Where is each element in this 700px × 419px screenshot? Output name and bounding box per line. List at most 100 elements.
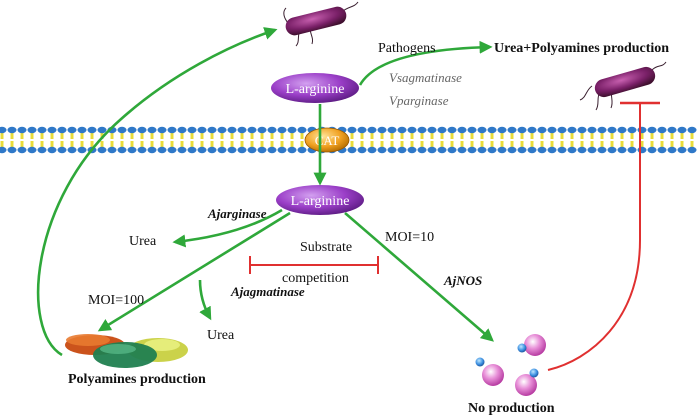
membrane-head	[137, 126, 147, 134]
membrane-head	[517, 146, 527, 154]
no-production-label: No production	[468, 401, 555, 416]
membrane-head	[607, 146, 617, 154]
membrane-head	[597, 146, 607, 154]
membrane-head	[177, 126, 187, 134]
membrane-head	[147, 146, 157, 154]
cat-label: CAT	[315, 133, 340, 148]
membrane-head	[87, 126, 97, 134]
membrane-head	[507, 126, 517, 134]
membrane-head	[147, 126, 157, 134]
membrane-head	[467, 126, 477, 134]
membrane-head	[467, 146, 477, 154]
membrane-head	[67, 126, 77, 134]
competition-label: competition	[282, 271, 349, 286]
membrane-head	[687, 146, 697, 154]
membrane-head	[667, 126, 677, 134]
membrane-head	[37, 126, 47, 134]
membrane-head	[517, 126, 527, 134]
membrane-head	[637, 126, 647, 134]
l-arginine-bottom-label: L-arginine	[291, 194, 350, 209]
membrane-head	[167, 146, 177, 154]
membrane-head	[647, 146, 657, 154]
membrane-head	[0, 146, 7, 154]
membrane-head	[527, 126, 537, 134]
membrane-head	[557, 126, 567, 134]
membrane-head	[127, 146, 137, 154]
membrane-head	[607, 126, 617, 134]
membrane-head	[47, 126, 57, 134]
membrane-head	[277, 126, 287, 134]
membrane-head	[167, 126, 177, 134]
membrane-head	[297, 146, 307, 154]
membrane-head	[287, 146, 297, 154]
membrane-head	[437, 126, 447, 134]
urea-bottom-label: Urea	[207, 328, 235, 343]
membrane-head	[157, 146, 167, 154]
membrane-head	[197, 126, 207, 134]
pathway-arrows	[36, 27, 494, 357]
membrane-head	[37, 146, 47, 154]
membrane-head	[617, 126, 627, 134]
membrane-head	[427, 146, 437, 154]
membrane-head	[57, 126, 67, 134]
membrane-head	[0, 126, 7, 134]
membrane-head	[367, 126, 377, 134]
urea-left-label: Urea	[129, 234, 157, 249]
membrane-head	[677, 126, 687, 134]
membrane-head	[187, 146, 197, 154]
membrane-head	[227, 126, 237, 134]
polyamines-blobs-icon	[65, 334, 188, 368]
membrane-head	[407, 126, 417, 134]
membrane-head	[7, 126, 17, 134]
membrane-head	[97, 146, 107, 154]
membrane-head	[247, 146, 257, 154]
membrane-head	[427, 126, 437, 134]
membrane-head	[217, 126, 227, 134]
membrane-head	[527, 146, 537, 154]
membrane-head	[577, 146, 587, 154]
membrane-head	[537, 126, 547, 134]
membrane-head	[77, 126, 87, 134]
membrane-head	[587, 126, 597, 134]
membrane-head	[397, 126, 407, 134]
vsagmatinase-label: Vsagmatinase	[389, 70, 462, 85]
membrane-head	[237, 146, 247, 154]
membrane-head	[567, 126, 577, 134]
bacterium-top-icon	[283, 1, 359, 47]
membrane-head	[487, 146, 497, 154]
membrane-head	[477, 146, 487, 154]
inhibition-marks	[249, 101, 660, 371]
membrane-head	[567, 146, 577, 154]
arrow-l-arginine-to-urea-polyamines	[358, 40, 493, 86]
membrane-head	[357, 126, 367, 134]
ajagmatinase-label: Ajagmatinase	[230, 284, 305, 299]
membrane-head	[367, 146, 377, 154]
membrane-head	[687, 126, 697, 134]
membrane-head	[197, 146, 207, 154]
membrane-head	[27, 126, 37, 134]
membrane-head	[237, 126, 247, 134]
membrane-head	[347, 126, 357, 134]
membrane-head	[127, 126, 137, 134]
membrane-head	[117, 146, 127, 154]
membrane-head	[297, 126, 307, 134]
polyamines-production-label: Polyamines production	[68, 372, 206, 387]
membrane-head	[107, 146, 117, 154]
membrane-head	[437, 146, 447, 154]
membrane-head	[657, 146, 667, 154]
membrane-head	[247, 126, 257, 134]
membrane-head	[377, 126, 387, 134]
membrane-head	[117, 126, 127, 134]
membrane-head	[257, 146, 267, 154]
membrane-head	[17, 126, 27, 134]
membrane-head	[597, 126, 607, 134]
bacterium-right-icon	[579, 61, 667, 111]
membrane-head	[227, 146, 237, 154]
membrane-head	[477, 126, 487, 134]
membrane-head	[157, 126, 167, 134]
moi10-label: MOI=10	[385, 230, 434, 245]
membrane-head	[187, 126, 197, 134]
l-arginine-top-node: L-arginine	[271, 73, 359, 103]
membrane-head	[447, 146, 457, 154]
